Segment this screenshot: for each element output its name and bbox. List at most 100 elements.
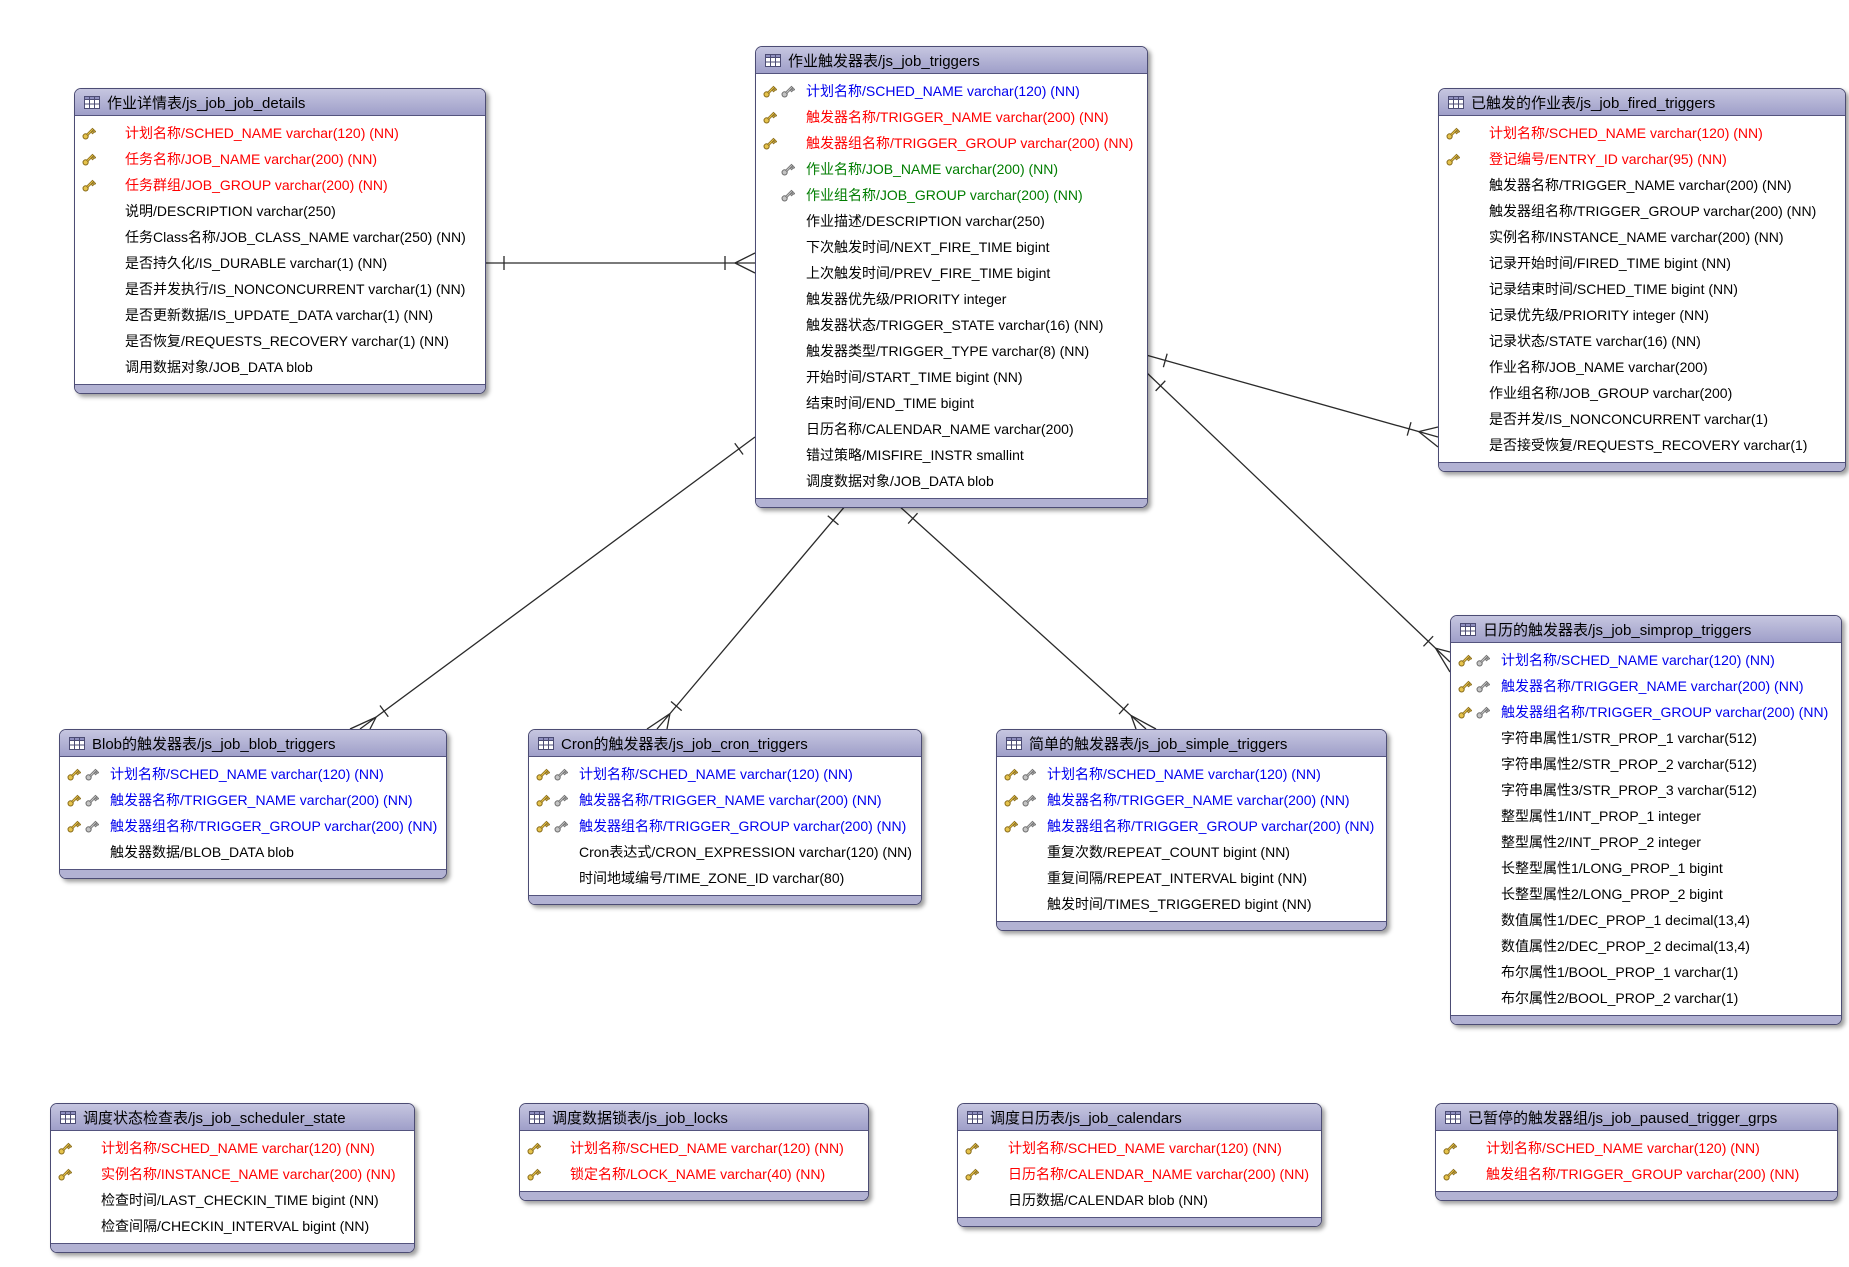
column-row-BOOL_PROP_1[interactable]: 布尔属性1/BOOL_PROP_1 varchar(1) [1451,959,1841,985]
column-row-TRIGGER_GROUP[interactable]: 触发器组名称/TRIGGER_GROUP varchar(200) (NN) [60,813,446,839]
column-row-SCHED_NAME[interactable]: 计划名称/SCHED_NAME varchar(120) (NN) [958,1135,1321,1161]
table-header[interactable]: 调度日历表/js_job_calendars [958,1104,1321,1131]
column-row-BLOB_DATA[interactable]: 触发器数据/BLOB_DATA blob [60,839,446,865]
column-row-JOB_NAME[interactable]: 作业名称/JOB_NAME varchar(200) [1439,354,1845,380]
column-row-INSTANCE_NAME[interactable]: 实例名称/INSTANCE_NAME varchar(200) (NN) [1439,224,1845,250]
table-js_job-job_details[interactable]: 作业详情表/js_job_job_details 计划名称/SCHED_NAME … [74,88,486,394]
column-row-CALENDAR[interactable]: 日历数据/CALENDAR blob (NN) [958,1187,1321,1213]
column-row-TRIGGER_GROUP[interactable]: 触发器组名称/TRIGGER_GROUP varchar(200) (NN) [529,813,921,839]
table-header[interactable]: Blob的触发器表/js_job_blob_triggers [60,730,446,757]
column-row-STR_PROP_2[interactable]: 字符串属性2/STR_PROP_2 varchar(512) [1451,751,1841,777]
column-row-PRIORITY[interactable]: 触发器优先级/PRIORITY integer [756,286,1147,312]
column-row-LAST_CHECKIN_TIME[interactable]: 检查时间/LAST_CHECKIN_TIME bigint (NN) [51,1187,414,1213]
column-row-IS_NONCONCURRENT[interactable]: 是否并发/IS_NONCONCURRENT varchar(1) [1439,406,1845,432]
column-row-TRIGGER_GROUP[interactable]: 触发器组名称/TRIGGER_GROUP varchar(200) (NN) [1451,699,1841,725]
table-js_job-simple[interactable]: 简单的触发器表/js_job_simple_triggers 计划名称/SCHED… [996,729,1387,931]
column-row-REPEAT_COUNT[interactable]: 重复次数/REPEAT_COUNT bigint (NN) [997,839,1386,865]
column-row-SCHED_NAME[interactable]: 计划名称/SCHED_NAME varchar(120) (NN) [756,78,1147,104]
column-row-TRIGGER_NAME[interactable]: 触发器名称/TRIGGER_NAME varchar(200) (NN) [997,787,1386,813]
column-row-IS_NONCONCURRENT[interactable]: 是否并发执行/IS_NONCONCURRENT varchar(1) (NN) [75,276,485,302]
table-header[interactable]: 作业触发器表/js_job_triggers [756,47,1147,74]
column-row-CALENDAR_NAME[interactable]: 日历名称/CALENDAR_NAME varchar(200) (NN) [958,1161,1321,1187]
column-row-REQUESTS_RECOVERY[interactable]: 是否接受恢复/REQUESTS_RECOVERY varchar(1) [1439,432,1845,458]
column-row-TRIGGER_GROUP[interactable]: 触发器组名称/TRIGGER_GROUP varchar(200) (NN) [756,130,1147,156]
table-js_job-paused[interactable]: 已暂停的触发器组/js_job_paused_trigger_grps 计划名称/… [1435,1103,1838,1201]
column-row-TRIGGER_NAME[interactable]: 触发器名称/TRIGGER_NAME varchar(200) (NN) [1439,172,1845,198]
column-row-JOB_GROUP[interactable]: 任务群组/JOB_GROUP varchar(200) (NN) [75,172,485,198]
column-row-LONG_PROP_1[interactable]: 长整型属性1/LONG_PROP_1 bigint [1451,855,1841,881]
column-row-DEC_PROP_1[interactable]: 数值属性1/DEC_PROP_1 decimal(13,4) [1451,907,1841,933]
column-row-TRIGGER_GROUP[interactable]: 触发器组名称/TRIGGER_GROUP varchar(200) (NN) [997,813,1386,839]
column-row-INSTANCE_NAME[interactable]: 实例名称/INSTANCE_NAME varchar(200) (NN) [51,1161,414,1187]
table-header[interactable]: 日历的触发器表/js_job_simprop_triggers [1451,616,1841,643]
column-row-IS_DURABLE[interactable]: 是否持久化/IS_DURABLE varchar(1) (NN) [75,250,485,276]
column-row-CRON_EXPRESSION[interactable]: Cron表达式/CRON_EXPRESSION varchar(120) (NN… [529,839,921,865]
column-row-STR_PROP_3[interactable]: 字符串属性3/STR_PROP_3 varchar(512) [1451,777,1841,803]
column-row-REQUESTS_RECOVERY[interactable]: 是否恢复/REQUESTS_RECOVERY varchar(1) (NN) [75,328,485,354]
column-row-IS_UPDATE_DATA[interactable]: 是否更新数据/IS_UPDATE_DATA varchar(1) (NN) [75,302,485,328]
column-row-INT_PROP_2[interactable]: 整型属性2/INT_PROP_2 integer [1451,829,1841,855]
column-row-REPEAT_INTERVAL[interactable]: 重复间隔/REPEAT_INTERVAL bigint (NN) [997,865,1386,891]
column-row-LONG_PROP_2[interactable]: 长整型属性2/LONG_PROP_2 bigint [1451,881,1841,907]
column-row-NEXT_FIRE_TIME[interactable]: 下次触发时间/NEXT_FIRE_TIME bigint [756,234,1147,260]
table-js_job-fired[interactable]: 已触发的作业表/js_job_fired_triggers 计划名称/SCHED_… [1438,88,1846,472]
column-row-JOB_GROUP[interactable]: 作业组名称/JOB_GROUP varchar(200) [1439,380,1845,406]
column-row-SCHED_NAME[interactable]: 计划名称/SCHED_NAME varchar(120) (NN) [75,120,485,146]
table-header[interactable]: 简单的触发器表/js_job_simple_triggers [997,730,1386,757]
column-row-TRIGGER_NAME[interactable]: 触发器名称/TRIGGER_NAME varchar(200) (NN) [756,104,1147,130]
column-row-CHECKIN_INTERVAL[interactable]: 检查间隔/CHECKIN_INTERVAL bigint (NN) [51,1213,414,1239]
column-row-CALENDAR_NAME[interactable]: 日历名称/CALENDAR_NAME varchar(200) [756,416,1147,442]
column-row-MISFIRE_INSTR[interactable]: 错过策略/MISFIRE_INSTR smallint [756,442,1147,468]
column-row-SCHED_NAME[interactable]: 计划名称/SCHED_NAME varchar(120) (NN) [51,1135,414,1161]
table-js_job-triggers[interactable]: 作业触发器表/js_job_triggers 计划名称/SCHED_NAME va… [755,46,1148,508]
column-row-END_TIME[interactable]: 结束时间/END_TIME bigint [756,390,1147,416]
column-row-SCHED_NAME[interactable]: 计划名称/SCHED_NAME varchar(120) (NN) [1451,647,1841,673]
column-row-PREV_FIRE_TIME[interactable]: 上次触发时间/PREV_FIRE_TIME bigint [756,260,1147,286]
table-header[interactable]: 已触发的作业表/js_job_fired_triggers [1439,89,1845,116]
column-row-LOCK_NAME[interactable]: 锁定名称/LOCK_NAME varchar(40) (NN) [520,1161,868,1187]
table-header[interactable]: Cron的触发器表/js_job_cron_triggers [529,730,921,757]
column-row-STR_PROP_1[interactable]: 字符串属性1/STR_PROP_1 varchar(512) [1451,725,1841,751]
column-row-DESCRIPTION[interactable]: 说明/DESCRIPTION varchar(250) [75,198,485,224]
table-js_job-scheduler_state[interactable]: 调度状态检查表/js_job_scheduler_state 计划名称/SCHED… [50,1103,415,1253]
table-header[interactable]: 调度数据锁表/js_job_locks [520,1104,868,1131]
column-row-INT_PROP_1[interactable]: 整型属性1/INT_PROP_1 integer [1451,803,1841,829]
column-row-DESCRIPTION[interactable]: 作业描述/DESCRIPTION varchar(250) [756,208,1147,234]
column-row-SCHED_NAME[interactable]: 计划名称/SCHED_NAME varchar(120) (NN) [997,761,1386,787]
table-header[interactable]: 调度状态检查表/js_job_scheduler_state [51,1104,414,1131]
column-row-TRIGGER_GROUP[interactable]: 触发组名称/TRIGGER_GROUP varchar(200) (NN) [1436,1161,1837,1187]
column-row-TRIGGER_STATE[interactable]: 触发器状态/TRIGGER_STATE varchar(16) (NN) [756,312,1147,338]
column-row-DEC_PROP_2[interactable]: 数值属性2/DEC_PROP_2 decimal(13,4) [1451,933,1841,959]
column-row-JOB_CLASS_NAME[interactable]: 任务Class名称/JOB_CLASS_NAME varchar(250) (N… [75,224,485,250]
column-row-TRIGGER_NAME[interactable]: 触发器名称/TRIGGER_NAME varchar(200) (NN) [1451,673,1841,699]
column-row-TRIGGER_NAME[interactable]: 触发器名称/TRIGGER_NAME varchar(200) (NN) [529,787,921,813]
column-row-PRIORITY[interactable]: 记录优先级/PRIORITY integer (NN) [1439,302,1845,328]
column-row-STATE[interactable]: 记录状态/STATE varchar(16) (NN) [1439,328,1845,354]
column-row-TRIGGER_NAME[interactable]: 触发器名称/TRIGGER_NAME varchar(200) (NN) [60,787,446,813]
table-js_job-cron[interactable]: Cron的触发器表/js_job_cron_triggers 计划名称/SCHED… [528,729,922,905]
column-row-ENTRY_ID[interactable]: 登记编号/ENTRY_ID varchar(95) (NN) [1439,146,1845,172]
table-js_job-simprop[interactable]: 日历的触发器表/js_job_simprop_triggers 计划名称/SCHE… [1450,615,1842,1025]
column-row-TIME_ZONE_ID[interactable]: 时间地域编号/TIME_ZONE_ID varchar(80) [529,865,921,891]
column-row-JOB_DATA[interactable]: 调用数据对象/JOB_DATA blob [75,354,485,380]
table-js_job-calendars[interactable]: 调度日历表/js_job_calendars 计划名称/SCHED_NAME va… [957,1103,1322,1227]
table-js_job-locks[interactable]: 调度数据锁表/js_job_locks 计划名称/SCHED_NAME varch… [519,1103,869,1201]
column-row-SCHED_NAME[interactable]: 计划名称/SCHED_NAME varchar(120) (NN) [529,761,921,787]
column-row-TRIGGER_TYPE[interactable]: 触发器类型/TRIGGER_TYPE varchar(8) (NN) [756,338,1147,364]
table-js_job-blob[interactable]: Blob的触发器表/js_job_blob_triggers 计划名称/SCHED… [59,729,447,879]
column-row-SCHED_NAME[interactable]: 计划名称/SCHED_NAME varchar(120) (NN) [1436,1135,1837,1161]
column-row-JOB_NAME[interactable]: 作业名称/JOB_NAME varchar(200) (NN) [756,156,1147,182]
column-row-SCHED_TIME[interactable]: 记录结束时间/SCHED_TIME bigint (NN) [1439,276,1845,302]
column-row-FIRED_TIME[interactable]: 记录开始时间/FIRED_TIME bigint (NN) [1439,250,1845,276]
table-header[interactable]: 已暂停的触发器组/js_job_paused_trigger_grps [1436,1104,1837,1131]
table-header[interactable]: 作业详情表/js_job_job_details [75,89,485,116]
column-row-JOB_DATA[interactable]: 调度数据对象/JOB_DATA blob [756,468,1147,494]
column-row-BOOL_PROP_2[interactable]: 布尔属性2/BOOL_PROP_2 varchar(1) [1451,985,1841,1011]
column-row-START_TIME[interactable]: 开始时间/START_TIME bigint (NN) [756,364,1147,390]
column-row-SCHED_NAME[interactable]: 计划名称/SCHED_NAME varchar(120) (NN) [520,1135,868,1161]
column-row-SCHED_NAME[interactable]: 计划名称/SCHED_NAME varchar(120) (NN) [60,761,446,787]
column-row-SCHED_NAME[interactable]: 计划名称/SCHED_NAME varchar(120) (NN) [1439,120,1845,146]
column-row-JOB_NAME[interactable]: 任务名称/JOB_NAME varchar(200) (NN) [75,146,485,172]
column-row-TIMES_TRIGGERED[interactable]: 触发时间/TIMES_TRIGGERED bigint (NN) [997,891,1386,917]
